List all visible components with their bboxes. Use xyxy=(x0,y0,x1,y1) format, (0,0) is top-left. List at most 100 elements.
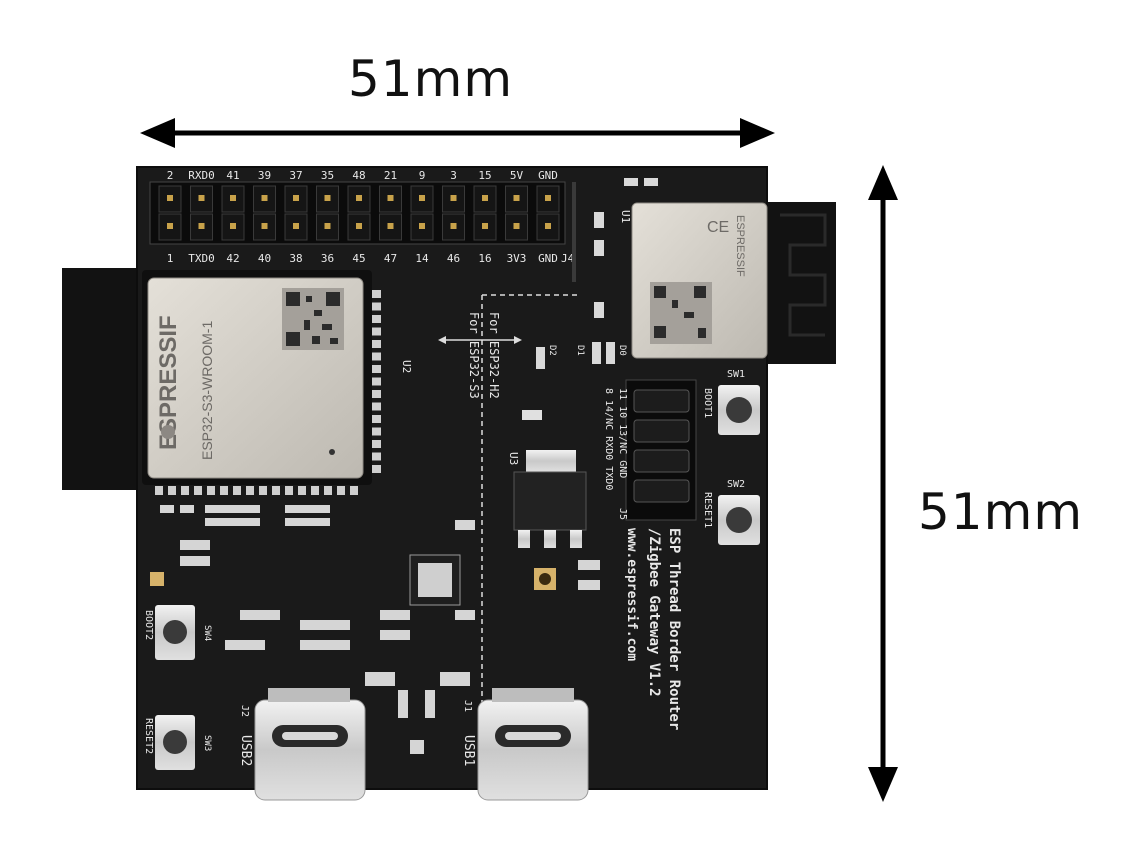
usb1-connector[interactable] xyxy=(477,688,589,801)
module-pad xyxy=(220,486,228,495)
regulator-ref: U3 xyxy=(507,452,520,465)
header-pin-contact xyxy=(261,195,268,201)
header-bottom-label: 45 xyxy=(352,252,365,265)
header-top-label: 21 xyxy=(384,169,397,182)
header-pins xyxy=(158,185,560,241)
header-pin-contact xyxy=(324,223,331,229)
header-pin-contact xyxy=(230,195,236,201)
diode-ref-d2: D2 xyxy=(547,345,557,356)
sw1-label: BOOT1 xyxy=(702,388,713,418)
header-ref: J4 xyxy=(561,252,575,265)
header-top-label: 39 xyxy=(258,169,271,182)
header-pin-contact xyxy=(356,223,362,229)
header-bottom-label: 16 xyxy=(478,252,491,265)
module-pad xyxy=(168,486,176,495)
header-pin-contact xyxy=(324,195,331,201)
esp32-h2-module: ESPRESSIF CE xyxy=(631,202,768,359)
module-pad xyxy=(233,486,241,495)
usb2-connector[interactable] xyxy=(254,688,366,801)
smd-components-top-right xyxy=(536,178,658,369)
right-antenna-strip xyxy=(760,202,836,364)
module-pad xyxy=(272,486,280,495)
sw3-label: RESET2 xyxy=(143,718,154,754)
voltage-regulator xyxy=(513,410,587,590)
module-pad xyxy=(246,486,254,495)
module-pad xyxy=(372,365,381,373)
header-pin-contact xyxy=(230,223,236,229)
header-bottom-label: GND xyxy=(538,252,558,265)
usb2-label: USB2 xyxy=(238,735,253,766)
header-pin-contact xyxy=(513,223,520,229)
board-url: www.espressif.com xyxy=(624,528,639,661)
module-pad xyxy=(207,486,215,495)
header-top-label: 9 xyxy=(419,169,426,182)
header-pin-contact xyxy=(293,195,299,201)
right-antenna-pattern xyxy=(780,213,827,337)
module-pad xyxy=(194,486,202,495)
sw2-ref: SW2 xyxy=(727,479,745,490)
module-model: ESP32-S3-WROOM-1 xyxy=(199,321,215,460)
header-top-label: 3 xyxy=(450,169,457,182)
module-pad xyxy=(298,486,306,495)
module-pad xyxy=(181,486,189,495)
header-pin-contact xyxy=(450,223,457,229)
jumper-row1-label: 11 10 13/NC GND xyxy=(617,388,628,478)
sw4-ref: SW4 xyxy=(202,625,212,641)
module-pad xyxy=(372,390,381,398)
module-selection-annotation: For ESP32-H2 For ESP32-S3 xyxy=(438,294,580,780)
header-pin-contact xyxy=(545,223,551,229)
module-pad xyxy=(372,377,381,386)
module-pad xyxy=(372,452,381,461)
button-sw1[interactable] xyxy=(718,385,760,435)
jumper-ref: J5 xyxy=(617,508,628,520)
jumper-header xyxy=(625,379,697,521)
sw4-label: BOOT2 xyxy=(143,610,154,640)
sw2-label: RESET1 xyxy=(702,492,713,528)
diode-ref-d1: D1 xyxy=(575,345,585,356)
header-bottom-label: 1 xyxy=(167,252,174,265)
module-pad xyxy=(259,486,267,495)
module-pad xyxy=(324,486,332,495)
sw1-ref: SW1 xyxy=(727,369,745,380)
header-pin-contact xyxy=(545,195,551,201)
header-top-label: 48 xyxy=(352,169,365,182)
module-pad xyxy=(372,340,381,348)
for-esp32-h2: For ESP32-H2 xyxy=(487,312,501,399)
module-pad xyxy=(372,302,381,311)
header-top-label: 35 xyxy=(321,169,334,182)
button-sw2[interactable] xyxy=(718,495,760,545)
header-pin-contact xyxy=(419,223,425,229)
header-bottom-label: 40 xyxy=(258,252,271,265)
header-bottom-label: 38 xyxy=(289,252,302,265)
button-sw3[interactable] xyxy=(155,715,195,770)
jumper-row2-label: 8 14/NC RXD0 TXD0 xyxy=(603,388,614,490)
header-bottom-label: TXD0 xyxy=(188,252,215,265)
board-title-line1: ESP Thread Border Router xyxy=(666,528,682,730)
esp32-s3-module: ESPRESSIF ESP32-S3-WROOM-1 xyxy=(142,270,372,485)
svg-text:CE: CE xyxy=(707,219,729,236)
header-bottom-label: 46 xyxy=(447,252,460,265)
button-sw4[interactable] xyxy=(155,605,195,660)
module-ref: U2 xyxy=(400,360,413,373)
h2-ref: U1 xyxy=(619,210,632,223)
height-label: 51mm xyxy=(918,483,1084,541)
header-top-label: 37 xyxy=(289,169,302,182)
header-top-label: 5V xyxy=(510,169,524,182)
usb1-ref: J1 xyxy=(462,700,473,712)
header-top-label: GND xyxy=(538,169,558,182)
module-pad xyxy=(155,486,163,495)
header-pin-contact xyxy=(419,195,425,201)
module-pad xyxy=(372,427,381,436)
header-top-label: RXD0 xyxy=(188,169,215,182)
header-top-label: 15 xyxy=(478,169,491,182)
diode-ref-d0: D0 xyxy=(617,345,627,356)
header-bottom-label: 42 xyxy=(226,252,239,265)
module-pad xyxy=(311,486,319,495)
sw3-ref: SW3 xyxy=(202,735,212,751)
smd-components xyxy=(150,505,600,754)
header-pin-contact xyxy=(167,223,173,229)
header-bottom-label: 47 xyxy=(384,252,397,265)
header-pin-contact xyxy=(293,223,299,229)
